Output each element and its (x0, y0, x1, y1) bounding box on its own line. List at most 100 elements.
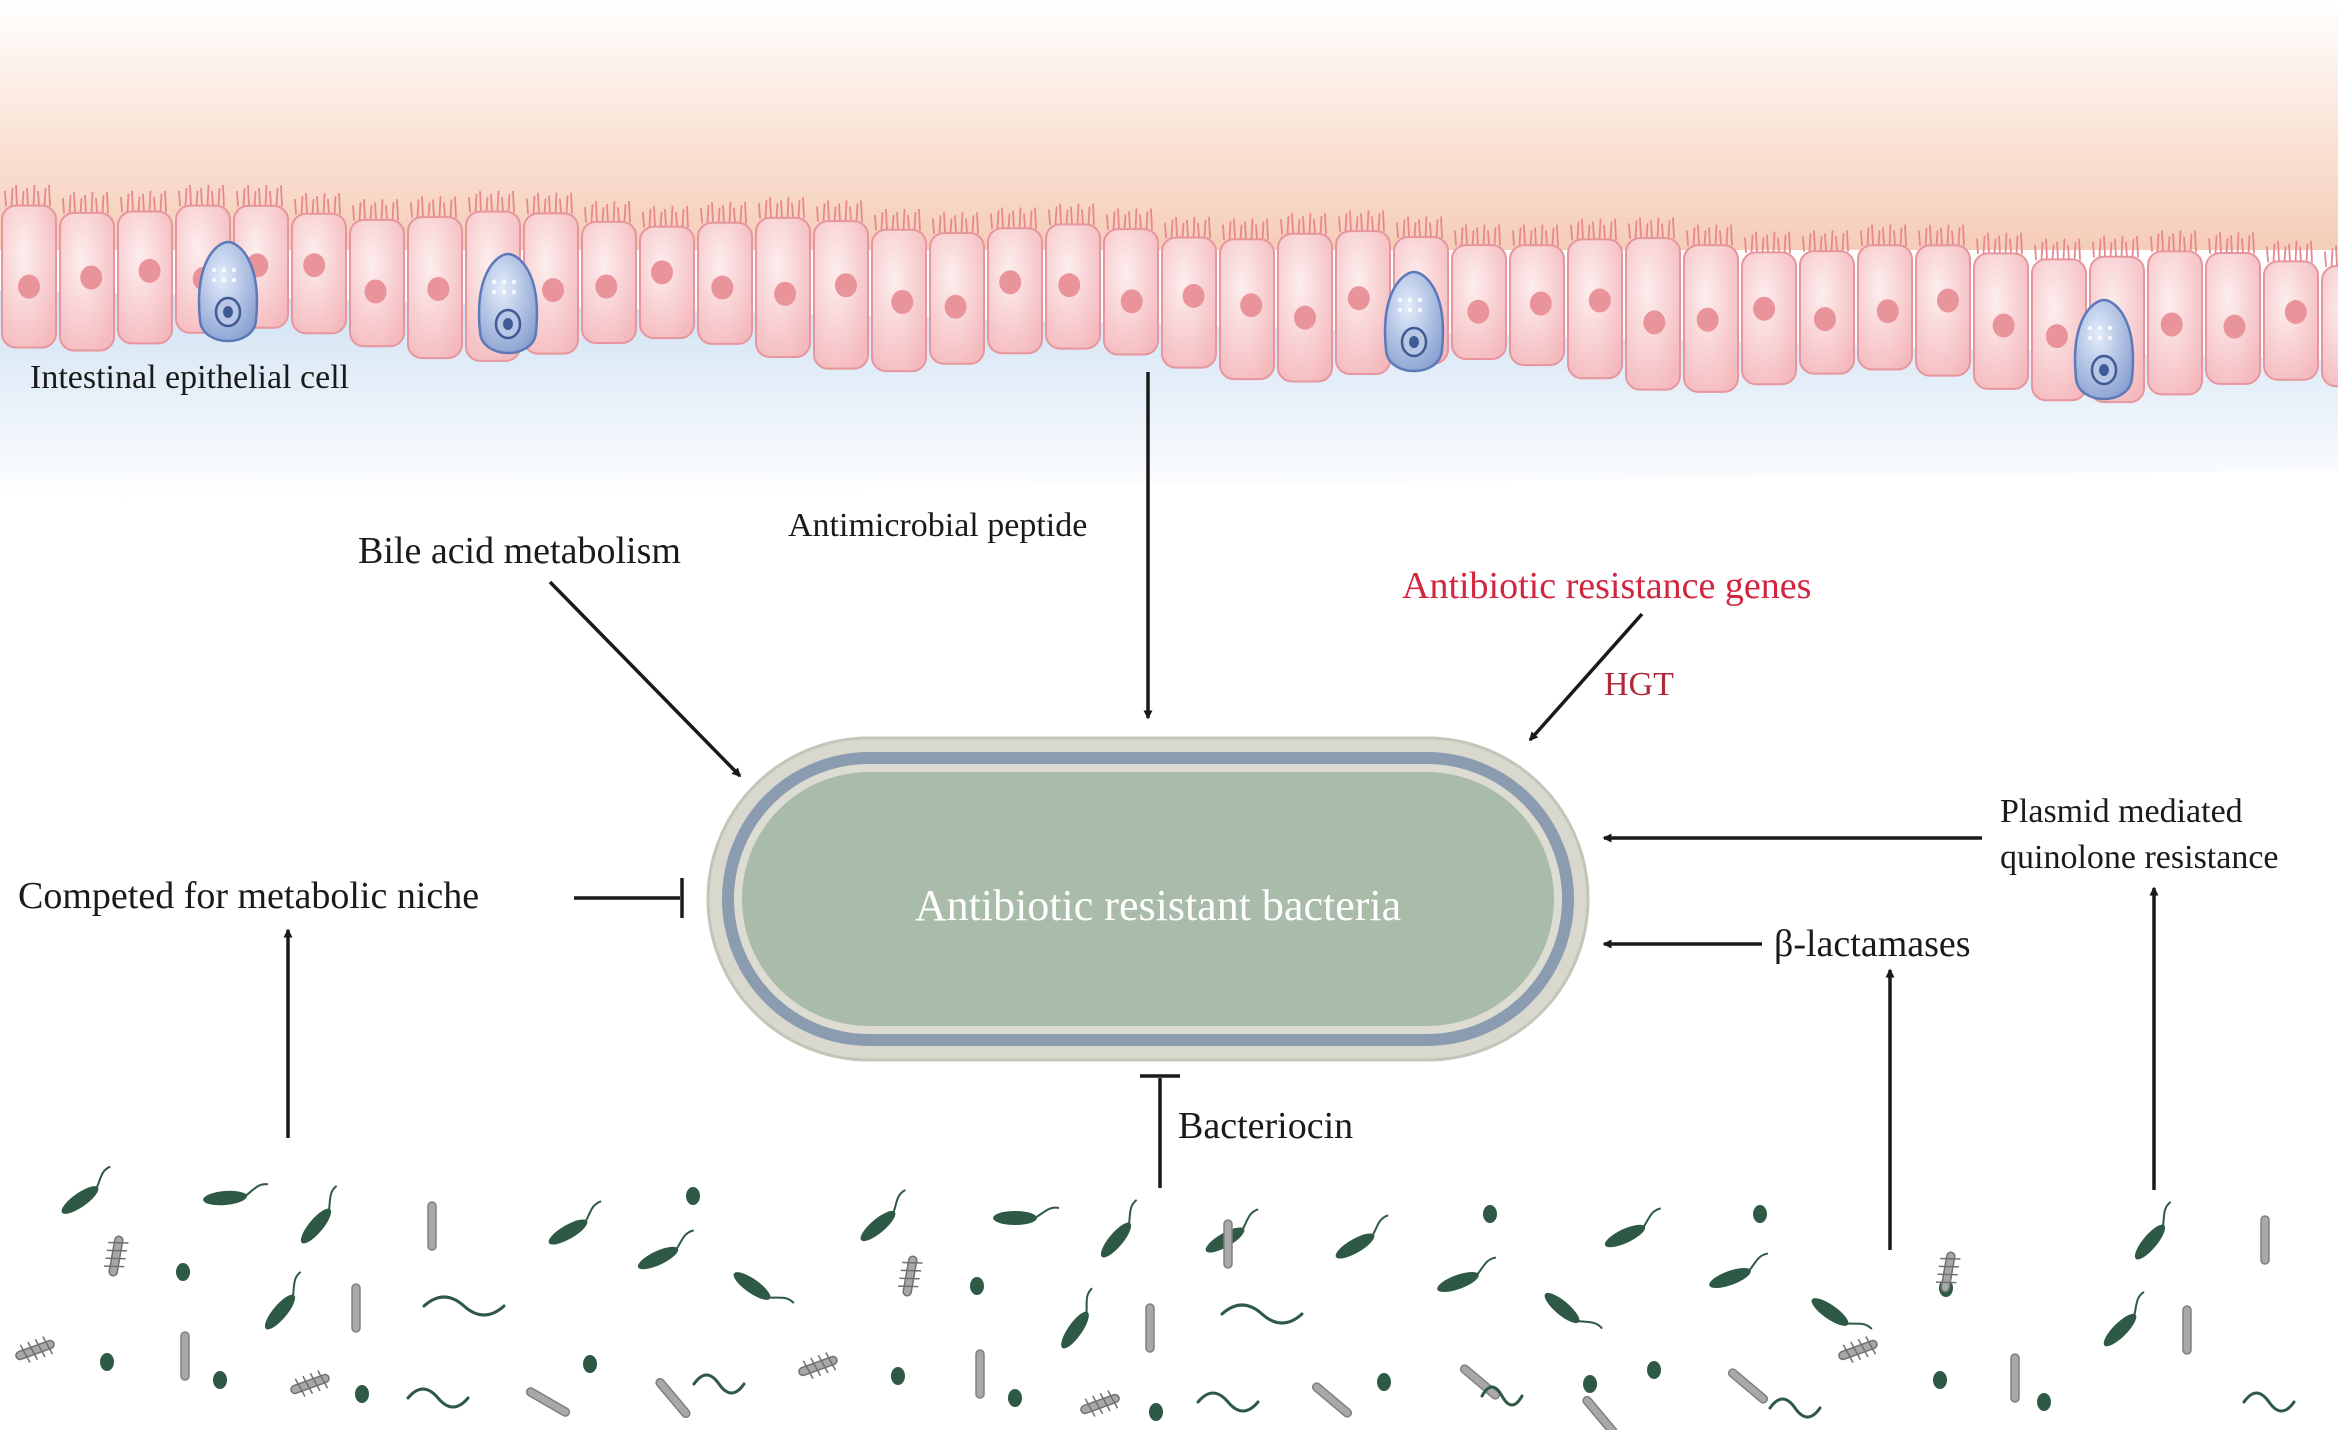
antimicrobial-peptide-label: Antimicrobial peptide (788, 507, 1087, 544)
microbe-rod (637, 1229, 694, 1270)
epithelial-cell (1683, 224, 1739, 393)
epithelial-cell (1277, 212, 1333, 383)
resistance-genes-label: Antibiotic resistance genes (1402, 565, 1811, 607)
epithelial-cell (1625, 217, 1681, 391)
bile-acid-arrow (548, 580, 742, 778)
epithelial-cell (697, 201, 753, 345)
epithelial-cell (1509, 224, 1565, 367)
microbe-flagellated (104, 1235, 129, 1277)
gut-microbiota (15, 1165, 2296, 1430)
epithelial-cell (2205, 232, 2261, 385)
microbe-gray-rod (1459, 1364, 1501, 1400)
microbe-spirochete (1196, 1391, 1260, 1413)
epithelial-cell (1219, 218, 1275, 381)
goblet-cell (1383, 270, 1445, 373)
microbe-rod (1335, 1214, 1389, 1259)
epithelial-cell (1045, 203, 1101, 350)
microbe-coccus (1149, 1403, 1163, 1421)
microbe-flagellated (15, 1336, 55, 1363)
microbe-gray-rod (1223, 1219, 1233, 1269)
microbe-coccus (355, 1385, 369, 1403)
plasmid-label-line1: Plasmid mediated (2000, 793, 2243, 830)
goblet-cell (197, 240, 259, 343)
microbe-flagellated (1080, 1390, 1120, 1417)
epithelial-cell (987, 207, 1043, 355)
microbe-coccus (686, 1187, 700, 1205)
microbe-coccus (583, 1355, 597, 1373)
epithelial-cell (2147, 230, 2203, 396)
arrows (283, 372, 2159, 1250)
epithelial-cell (407, 196, 463, 360)
microbe-coccus (1647, 1361, 1661, 1379)
epithelial-cell (581, 200, 637, 345)
epithelial-cell (1857, 224, 1913, 371)
microbe-flagellated (1838, 1336, 1878, 1363)
epithelial-cell (1973, 232, 2029, 390)
hgt-label: HGT (1604, 666, 1674, 703)
microbe-rod (2134, 1201, 2172, 1260)
microbe-rod (1811, 1298, 1873, 1330)
microbe-flagellated (798, 1352, 838, 1379)
microbe-gray-rod (351, 1283, 361, 1333)
microbe-spirochete (1480, 1385, 1524, 1407)
microbe-gray-rod (2182, 1305, 2192, 1355)
microbe-spirochete (1768, 1397, 1822, 1419)
microbe-rod (61, 1165, 111, 1214)
microbe-rod (1544, 1292, 1603, 1330)
epithelial-cell (1741, 231, 1797, 386)
microbe-flagellated (290, 1370, 330, 1397)
microbe-rod (1100, 1199, 1138, 1258)
microbe-gray-rod (180, 1331, 190, 1381)
epithelial-cell (349, 198, 405, 348)
microbe-coccus (2037, 1393, 2051, 1411)
microbe-gray-rod (655, 1377, 691, 1419)
epithelial-cell (1161, 216, 1217, 369)
microbe-rod (733, 1272, 795, 1304)
microbe-gray-rod (2010, 1353, 2020, 1403)
center-label: Antibiotic resistant bacteria (915, 881, 1401, 930)
microbe-rod (1604, 1207, 1661, 1248)
beta-lactamases-label: β-lactamases (1774, 923, 1971, 965)
microbe-spirochete (692, 1373, 746, 1395)
microbe-coccus (1753, 1205, 1767, 1223)
microbe-gray-rod (525, 1387, 571, 1417)
microbe-flagellated (1936, 1251, 1961, 1293)
epithelial-cell (1103, 208, 1159, 356)
lumen-background (0, 0, 2338, 250)
bacterium-cytoplasm (742, 772, 1554, 1026)
microbe-rod (203, 1183, 269, 1206)
epithelial-cell (1335, 210, 1391, 375)
epithelial-cell (117, 190, 173, 345)
epithelial-cell (2031, 238, 2087, 402)
goblet-cells (197, 240, 2135, 401)
microbe-coccus (1933, 1371, 1947, 1389)
microbe-rod (1061, 1287, 1093, 1349)
epithelial-cell (929, 212, 985, 365)
epithelial-cell (59, 191, 115, 352)
bile-acid-label: Bile acid metabolism (358, 530, 681, 572)
epithelial-cell (291, 192, 347, 335)
microbe-rod (264, 1271, 302, 1330)
microbe-gray-rod (975, 1349, 985, 1399)
microbe-gray-rod (1145, 1303, 1155, 1353)
microbe-coccus (213, 1371, 227, 1389)
microbe-coccus (891, 1367, 905, 1385)
microbe-coccus (100, 1353, 114, 1371)
epithelial-cell (871, 208, 927, 373)
microbe-coccus (176, 1263, 190, 1281)
microbe-spirochete (1220, 1303, 1304, 1325)
microbe-rod (2103, 1290, 2145, 1347)
bacteriocin-label: Bacteriocin (1178, 1105, 1353, 1147)
microbe-rod (860, 1189, 906, 1242)
plasmid-label-line2: quinolone resistance (2000, 839, 2279, 876)
epithelial-cell (755, 196, 811, 358)
epithelial-cell (2321, 245, 2338, 388)
goblet-cell (2073, 298, 2135, 401)
microbe-rod (1437, 1256, 1497, 1292)
microbe-gray-rod (2260, 1215, 2270, 1265)
epithelial-cell (813, 200, 869, 370)
epithelial-cell (1567, 218, 1623, 380)
microbe-coccus (1008, 1389, 1022, 1407)
epithelial-cell (1799, 230, 1855, 375)
